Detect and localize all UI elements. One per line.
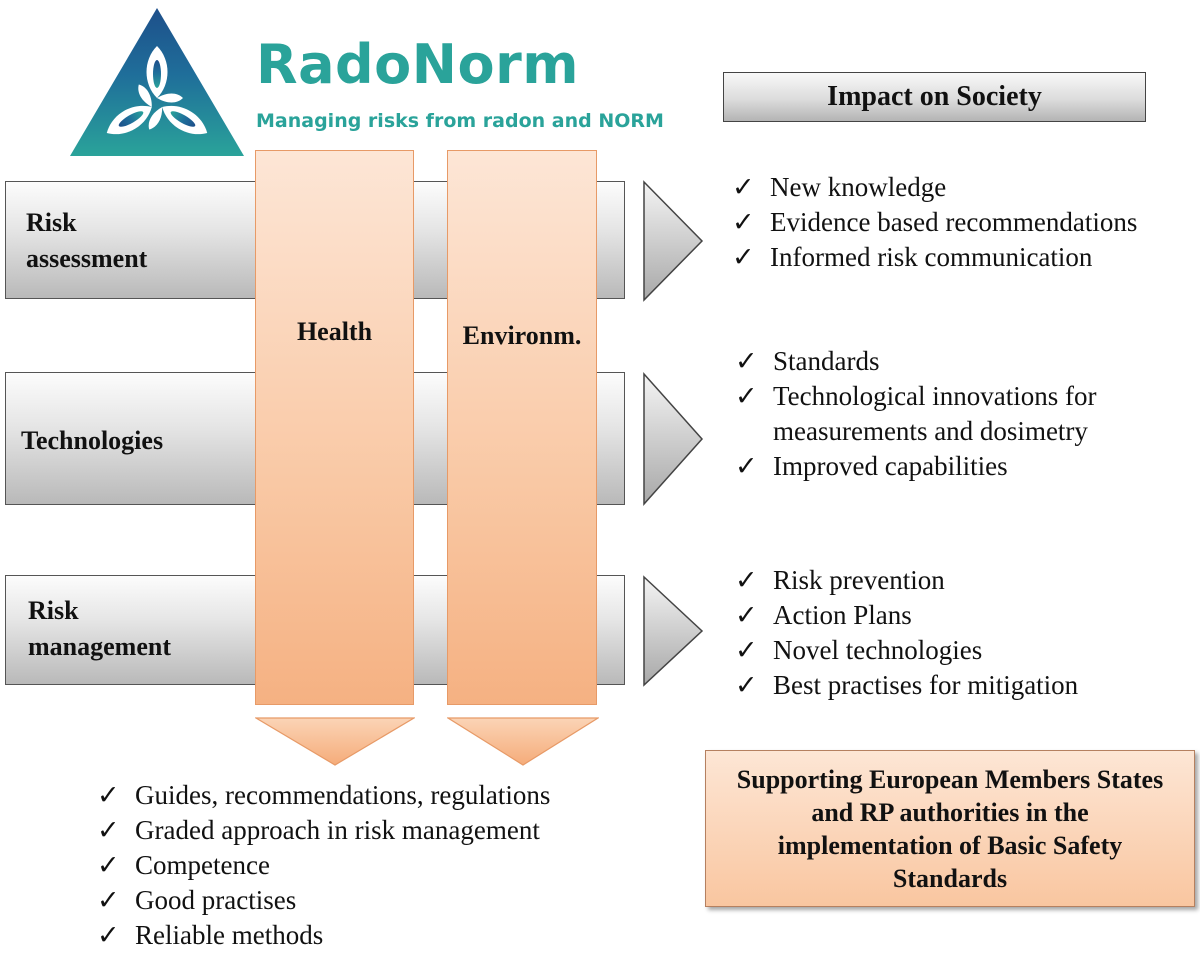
outcomes-list: ✓ Guides, recommendations, regulations ✓ G… [97,778,550,953]
list-item-text-continuation: measurements and dosimetry [773,416,1088,446]
row-arrow-icon [643,575,704,687]
list-item-text: Guides, recommendations, regulations [135,780,551,810]
impact-header: Impact on Society [723,72,1146,122]
list-item-text: Action Plans [773,600,912,630]
check-icon: ✓ [97,850,120,880]
impact-list-risk-management: ✓ Risk prevention ✓ Action Plans ✓ Novel te… [735,563,1078,703]
list-item: ✓ Graded approach in risk management [97,813,550,848]
check-icon: ✓ [732,172,755,202]
list-item: ✓ Competence [97,848,550,883]
check-icon: ✓ [735,346,758,376]
list-item: ✓ Novel technologies [735,633,1078,668]
list-item-text: Novel technologies [773,635,983,665]
list-item: ✓ Reliable methods [97,918,550,953]
check-icon: ✓ [732,242,755,272]
list-item-text: Graded approach in risk management [135,815,540,845]
row-arrow-icon [643,372,704,506]
logo-subtitle: Managing risks from radon and NORM [256,110,664,132]
check-icon: ✓ [732,207,755,237]
column-down-arrow-icon [255,717,415,766]
check-icon: ✓ [97,780,120,810]
list-item: ✓ Risk prevention [735,563,1078,598]
column-down-arrow-icon [447,717,599,766]
check-icon: ✓ [735,381,758,411]
list-item-text: Best practises for mitigation [773,670,1079,700]
list-item-text: Reliable methods [135,920,324,950]
list-item: ✓ New knowledge [732,170,1137,205]
row-label-risk-assessment: Risk assessment [26,205,147,277]
list-item: ✓ Informed risk communication [732,240,1137,275]
row-label-line: assessment [26,244,148,273]
column-label-health: Health [296,317,373,346]
check-icon: ✓ [735,670,758,700]
support-statement-box: Supporting European Members States and R… [705,750,1195,907]
check-icon: ✓ [97,815,120,845]
row-label-risk-management: Risk management [28,593,171,665]
radonorm-logo-icon [70,8,244,156]
row-label-line: Risk [26,208,77,237]
list-item-text: Improved capabilities [773,451,1008,481]
check-icon: ✓ [735,565,758,595]
list-item-text: Evidence based recommendations [770,207,1138,237]
column-label-environment: Environm. [462,321,582,350]
list-item: ✓ Evidence based recommendations [732,205,1137,240]
list-item-text: New knowledge [770,172,947,202]
check-icon: ✓ [735,451,758,481]
list-item-text: Good practises [135,885,297,915]
row-arrow-icon [643,180,704,302]
impact-list-technologies: ✓ Standards ✓ Technological innovations fo… [735,344,1097,484]
list-item-text: Informed risk communication [770,242,1093,272]
row-label-line: management [28,632,171,661]
check-icon: ✓ [97,920,120,950]
list-item: ✓ Good practises [97,883,550,918]
list-item: ✓ Guides, recommendations, regulations [97,778,550,813]
column-environment: Environm. [447,150,597,705]
list-item-text: Technological innovations for [773,381,1097,411]
check-icon: ✓ [735,635,758,665]
impact-list-risk-assessment: ✓ New knowledge ✓ Evidence based recommend… [732,170,1137,275]
row-label-line: Risk [28,596,79,625]
list-item: ✓ Best practises for mitigation [735,668,1078,703]
row-label-technologies: Technologies [21,426,164,455]
list-item-text: Competence [135,850,270,880]
list-item: ✓ Action Plans [735,598,1078,633]
logo-title: RadoNorm [256,33,579,96]
support-statement-text: Supporting European Members States and R… [736,764,1164,893]
list-item: ✓ Standards [735,344,1097,379]
check-icon: ✓ [735,600,758,630]
check-icon: ✓ [97,885,120,915]
list-item: ✓ Technological innovations for measuremen… [735,379,1097,449]
column-health: Health [255,150,414,705]
list-item-text: Standards [773,346,880,376]
list-item: ✓ Improved capabilities [735,449,1097,484]
list-item-text: Risk prevention [773,565,945,595]
